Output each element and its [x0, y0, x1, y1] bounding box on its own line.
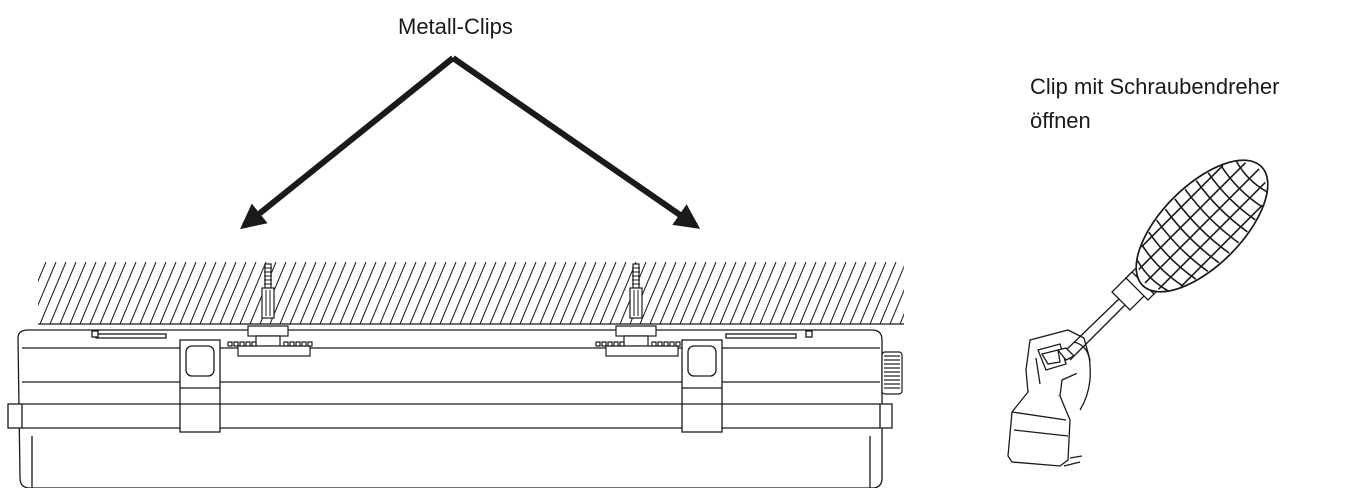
screwdriver-instruction-label: Clip mit Schraubendreher öffnen	[1030, 70, 1350, 138]
arrow-left	[240, 55, 455, 230]
side-latch-left	[179, 339, 221, 433]
screwdriver-instruction-line-1: Clip mit Schraubendreher	[1030, 74, 1280, 99]
pointer-arrows	[240, 55, 701, 230]
arrow-right	[451, 55, 701, 229]
spring-clip-detail	[1007, 329, 1091, 467]
ceiling-hatch	[38, 262, 904, 325]
screwdriver-illustration	[1007, 159, 1269, 467]
side-latch-right	[681, 339, 723, 433]
metal-clip-right	[595, 263, 681, 357]
cable-gland	[881, 351, 903, 395]
screwdriver-instruction-line-2: öffnen	[1030, 108, 1091, 133]
screwdriver-handle	[1135, 159, 1269, 293]
metal-clips-label: Metall-Clips	[398, 14, 513, 39]
luminaire-housing	[7, 329, 893, 488]
metal-clip-left	[227, 263, 313, 357]
